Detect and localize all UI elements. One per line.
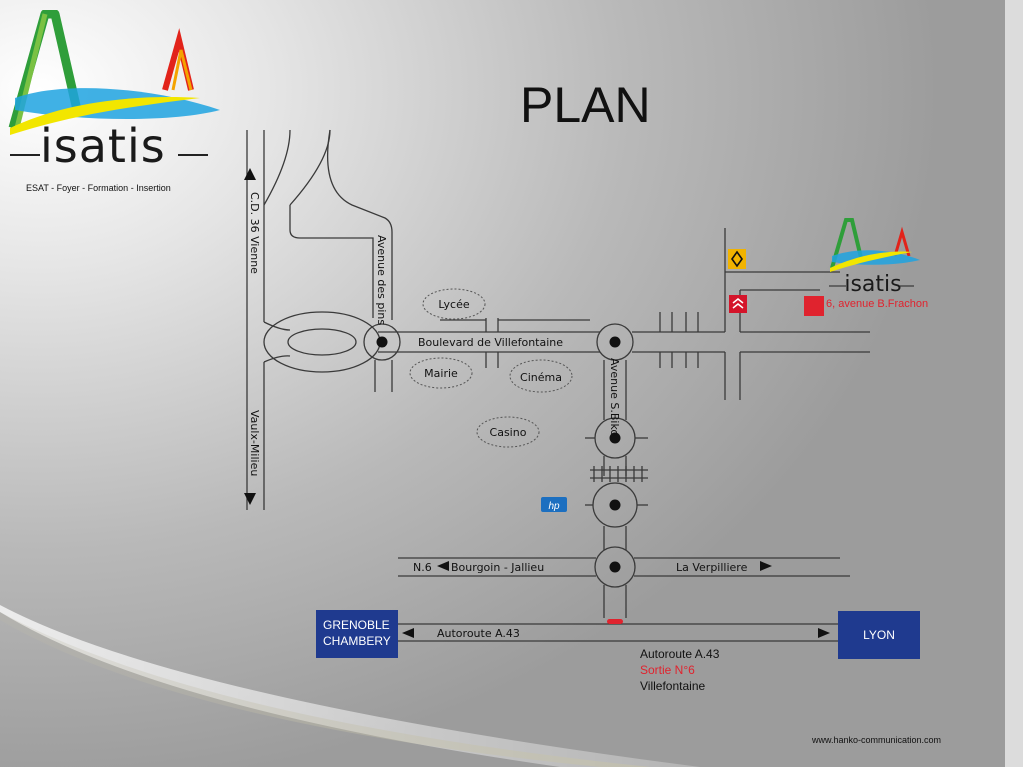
logo-tagline: ESAT - Foyer - Formation - Insertion: [26, 183, 171, 193]
road-label-n6: N.6: [413, 561, 432, 574]
road-network: [246, 129, 870, 642]
isatis-logo: [8, 10, 220, 135]
exit-info-line2: Sortie N°6: [640, 663, 695, 677]
exit-info: Autoroute A.43 Sortie N°6 Villefontaine: [640, 646, 719, 694]
sign-grenoble-chambery: GRENOBLE CHAMBERY: [316, 610, 398, 658]
citroen-icon: [729, 295, 747, 313]
hp-logo: hp: [541, 497, 567, 512]
page-title: PLAN: [520, 77, 651, 133]
sign-lyon: LYON: [838, 611, 920, 659]
isatis-location-marker: [804, 296, 824, 316]
exit-info-line3: Villefontaine: [640, 679, 706, 693]
road-label-bourgoin: Bourgoin - Jallieu: [451, 561, 544, 574]
isatis-small-logo: isatis: [829, 218, 920, 297]
isatis-small-wordmark: isatis: [844, 272, 901, 297]
roundabout-markers: [376, 336, 621, 573]
road-label-verpilliere: La Verpilliere: [676, 561, 748, 574]
place-outlines: [409, 288, 573, 448]
logo-wordmark: isatis: [10, 118, 210, 174]
sign-grenoble-line2: CHAMBERY: [323, 634, 391, 648]
road-label-vaulx: Vaulx-Milieu: [248, 410, 261, 476]
road-label-avenue-pins: Avenue des pins: [375, 235, 388, 325]
address-label: 6, avenue B.Frachon: [826, 298, 928, 310]
place-mairie: Mairie: [424, 367, 458, 380]
place-casino: Casino: [490, 426, 527, 439]
direction-arrows: [244, 168, 830, 638]
sign-grenoble-line1: GRENOBLE: [323, 618, 390, 632]
road-label-cd36: C.D. 36 Vienne: [248, 192, 261, 274]
sign-lyon-label: LYON: [863, 628, 895, 642]
renault-icon: [728, 249, 746, 269]
hp-logo-text: hp: [548, 501, 560, 512]
road-label-avenue-biko: Avenue S.Biko: [608, 358, 621, 436]
road-label-autoroute: Autoroute A.43: [437, 627, 520, 640]
road-label-boulevard: Boulevard de Villefontaine: [418, 336, 563, 349]
logo-name: isatis: [40, 119, 166, 173]
place-lycee: Lycée: [438, 298, 469, 311]
footer-credit: www.hanko-communication.com: [812, 735, 942, 745]
exit-info-line1: Autoroute A.43: [640, 647, 720, 661]
exit-marker: [607, 619, 623, 624]
place-cinema: Cinéma: [520, 371, 562, 384]
